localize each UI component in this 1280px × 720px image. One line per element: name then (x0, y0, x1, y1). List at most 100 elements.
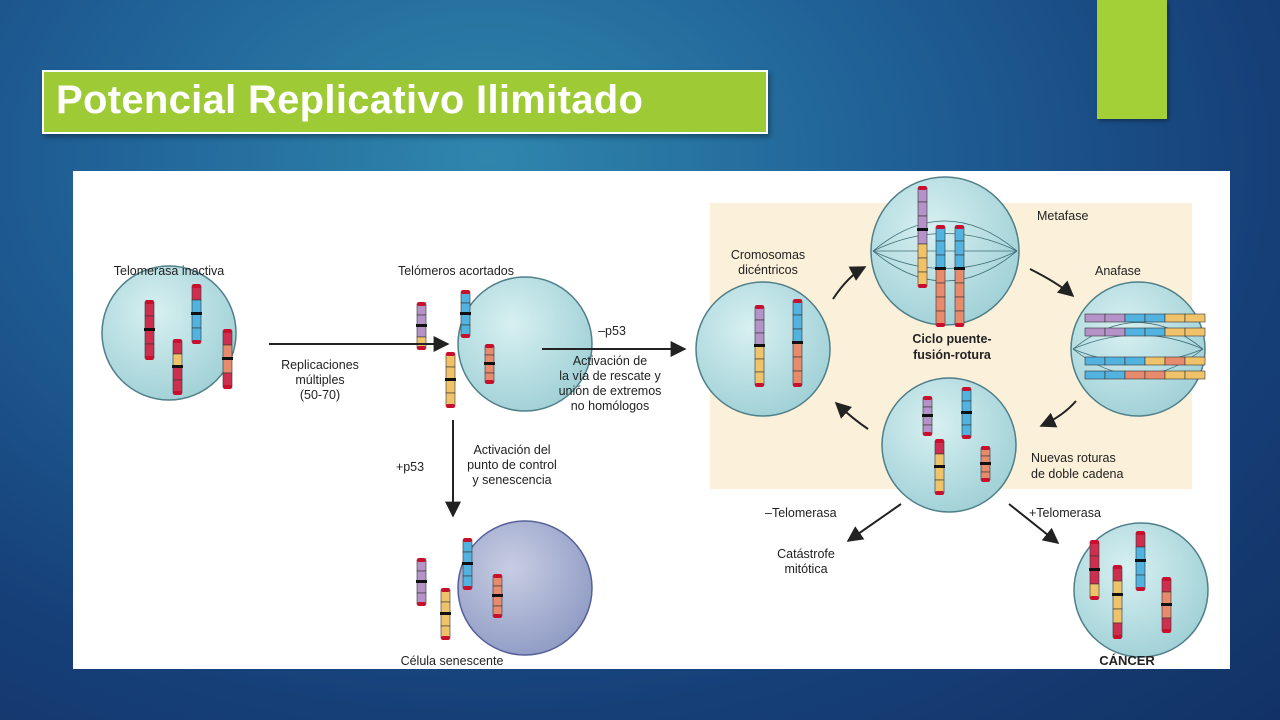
chromosome-segment (954, 268, 965, 284)
arrows (269, 266, 1077, 544)
chromosome-segment (1089, 569, 1100, 585)
label-telomeros-acortados: Telómeros acortados (398, 264, 514, 278)
label-plus-p53: +p53 (396, 460, 424, 474)
cell-anaphase (1070, 281, 1206, 417)
chromosome-segment (1164, 356, 1186, 366)
telomere-cap (955, 323, 964, 327)
telomere-cap (918, 186, 927, 190)
chromosome-segment (754, 345, 765, 360)
chromosome-segment (1144, 356, 1166, 366)
chromosome-segment (980, 463, 991, 473)
centromere (445, 378, 456, 381)
telomere-cap (463, 586, 472, 590)
telomere-cap (918, 284, 927, 288)
centromere (917, 228, 928, 231)
telomere-cap (1136, 587, 1145, 591)
label-metafase: Metafase (1037, 209, 1088, 223)
centromere (416, 580, 427, 583)
chromosome-segment (460, 313, 471, 326)
label-minus-telomerasa: –Telomerasa (765, 506, 837, 520)
chromosome-segment (191, 313, 202, 329)
telomere-cap (981, 478, 990, 482)
centromere (1161, 603, 1172, 606)
chromosome-segment (954, 254, 965, 270)
label-plus-telomerasa: +Telomerasa (1029, 506, 1101, 520)
telomere-cap (223, 329, 232, 333)
centromere (492, 594, 503, 597)
telomere-cap (1136, 531, 1145, 535)
chromosome-segment (1184, 356, 1206, 366)
telomere-cap (962, 387, 971, 391)
label-cromosomas-2: dicéntricos (738, 263, 798, 277)
chromosome-segment (416, 325, 427, 338)
chromosome-segment (1164, 327, 1186, 337)
arrow-to-metaphase (832, 266, 867, 300)
chromosome-segment (462, 563, 473, 577)
arrow-to-anaphase (1029, 268, 1075, 298)
telomere-cap (936, 323, 945, 327)
chromosome-segment (191, 285, 202, 301)
chromosome-segment (935, 226, 946, 242)
chromosome-segment (954, 282, 965, 298)
chromosome-segment (1124, 327, 1146, 337)
telomere-cap (755, 305, 764, 309)
chromosome-segment (1135, 574, 1146, 590)
chromosome-segment (1112, 566, 1123, 582)
centromere (792, 341, 803, 344)
chromosome-segment (954, 310, 965, 326)
chromosome-segment (917, 271, 928, 287)
chromosome-segment (954, 226, 965, 242)
chromosome-segment (754, 319, 765, 334)
chromosome-segment (1104, 370, 1126, 380)
label-cromosomas-1: Cromosomas (731, 248, 805, 262)
label-cancer: CÁNCER (1099, 653, 1155, 668)
chromosome-segment (1089, 541, 1100, 557)
chromosome-segment (492, 595, 503, 607)
telomere-cap (463, 538, 472, 542)
chromosome-segment (935, 282, 946, 298)
telomere-cap (793, 383, 802, 387)
chromosome-segment (1089, 555, 1100, 571)
centromere (934, 465, 945, 468)
chromosome-segment (416, 581, 427, 594)
chromosome-segment (1135, 560, 1146, 576)
centromere (191, 312, 202, 315)
chromosome-segment (1089, 583, 1100, 599)
telomere-cap (493, 614, 502, 618)
telomere-cap (1162, 629, 1171, 633)
telomere-cap (417, 302, 426, 306)
label-catastrofe-2: mitótica (784, 562, 827, 576)
telomere-cap (1090, 596, 1099, 600)
telomere-cap (145, 300, 154, 304)
chromosome-segment (792, 300, 803, 316)
telomere-cap (1113, 635, 1122, 639)
centromere (961, 411, 972, 414)
chromosome-segment (917, 243, 928, 259)
telomere-cap (461, 334, 470, 338)
telomere-cap (1113, 565, 1122, 569)
chromosome-segment (1144, 327, 1166, 337)
chromosome-segment (1135, 546, 1146, 562)
label-ciclo-1: Ciclo puente- (912, 332, 991, 346)
chromosome-segment (1104, 327, 1126, 337)
centromere (172, 365, 183, 368)
chromosome-segment (1124, 356, 1146, 366)
telomere-cap (446, 404, 455, 408)
chromosome-segment (1112, 594, 1123, 610)
label-minus-p53: –p53 (598, 324, 626, 338)
telomere-cap (962, 435, 971, 439)
label-activacion-via-3: unión de extremos (559, 384, 662, 398)
chromosome-segment (1135, 532, 1146, 548)
label-activacion-via-2: la vía de rescate y (559, 369, 661, 383)
cell-telomerase-inactive (101, 265, 237, 401)
centromere (144, 328, 155, 331)
telomere-cap (923, 432, 932, 436)
telomere-cap (793, 299, 802, 303)
chromosome-segment (144, 343, 155, 359)
centromere (935, 267, 946, 270)
accent-bar (1097, 0, 1167, 119)
chromosome-segment (1164, 313, 1186, 323)
chromosome-segment (1084, 356, 1106, 366)
telomere-cap (145, 356, 154, 360)
chromosome-segment (1184, 370, 1206, 380)
